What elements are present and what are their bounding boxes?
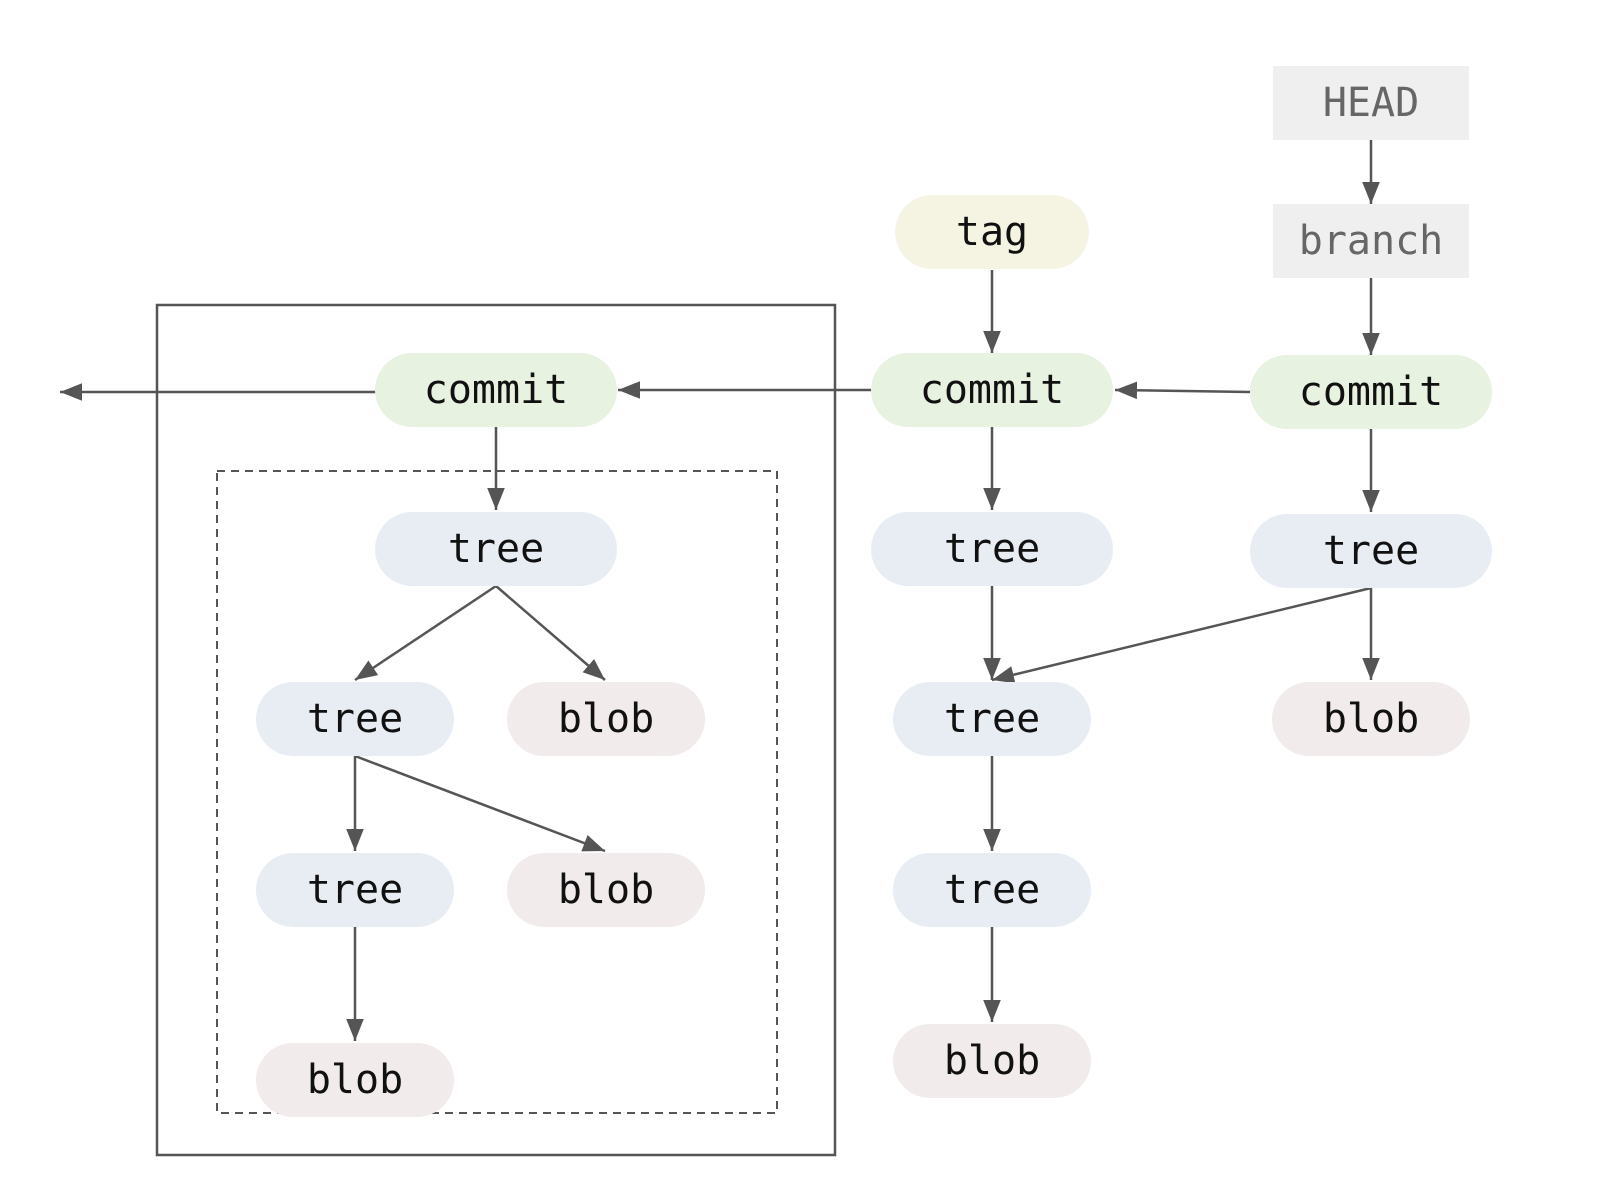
head-ref-box [1273,66,1469,140]
latest-root-tree-node: tree [1250,514,1492,588]
tag-node-pill [895,195,1089,269]
middle-subtree-label: tree [944,696,1040,742]
edge-latest-tree-to-shared-subtree [991,586,1372,684]
old-root-tree-label: tree [448,526,544,572]
middle-deep-blob-node: blob [893,1024,1091,1098]
middle-subsubtree-label: tree [944,867,1040,913]
edge-old-tree-to-subtree [354,584,497,682]
old-root-blob-pill [507,682,705,756]
old-subsubtree-pill [256,853,454,927]
middle-deep-blob-label: blob [944,1038,1040,1084]
old-deep-blob-pill [256,1043,454,1117]
middle-root-tree-label: tree [944,526,1040,572]
old-root-tree-pill [375,512,617,586]
tag-node: tag [895,195,1089,269]
commit-node-old: commit [375,353,617,427]
commit-node-middle-pill [871,353,1113,427]
commit-node-latest-pill [1250,355,1492,429]
old-subtree-blob-label: blob [558,867,654,913]
commit-node-latest: commit [1250,355,1492,429]
commit-node-old-pill [375,353,617,427]
middle-subtree-node: tree [893,682,1091,756]
edge-old-tree-to-blob [495,585,606,681]
tag-node-label: tag [956,209,1028,255]
commit-node-middle: commit [871,353,1113,427]
head-ref-label: HEAD [1323,80,1419,126]
latest-root-blob-label: blob [1323,696,1419,742]
old-subtree-blob-node: blob [507,853,705,927]
latest-root-tree-label: tree [1323,528,1419,574]
middle-root-tree-node: tree [871,512,1113,586]
old-subsubtree-node: tree [256,853,454,927]
old-root-tree-node: tree [375,512,617,586]
edge-latest-commit-to-middle-commit [1114,381,1251,400]
old-subtree-label: tree [307,696,403,742]
old-subtree-pill [256,682,454,756]
middle-root-tree-pill [871,512,1113,586]
middle-subsubtree-pill [893,853,1091,927]
old-subtree-blob-pill [507,853,705,927]
latest-root-blob-pill [1272,682,1470,756]
branch-ref: branch [1273,204,1469,278]
branch-ref-label: branch [1299,218,1444,264]
commit-node-old-label: commit [424,367,569,413]
old-deep-blob-node: blob [256,1043,454,1117]
edge-old-subtree-to-blob [354,754,606,853]
old-root-blob-label: blob [558,696,654,742]
latest-root-blob-node: blob [1272,682,1470,756]
old-subsubtree-label: tree [307,867,403,913]
commit-node-middle-label: commit [920,367,1065,413]
edges [60,140,1380,1041]
commit-boundary-frame [155,303,837,1157]
head-ref: HEAD [1273,66,1469,140]
middle-subsubtree-node: tree [893,853,1091,927]
old-deep-blob-label: blob [307,1057,403,1103]
middle-deep-blob-pill [893,1024,1091,1098]
old-subtree-node: tree [256,682,454,756]
commit-node-latest-label: commit [1299,369,1444,415]
middle-subtree-pill [893,682,1091,756]
old-root-blob-node: blob [507,682,705,756]
latest-root-tree-pill [1250,514,1492,588]
branch-ref-box [1273,204,1469,278]
